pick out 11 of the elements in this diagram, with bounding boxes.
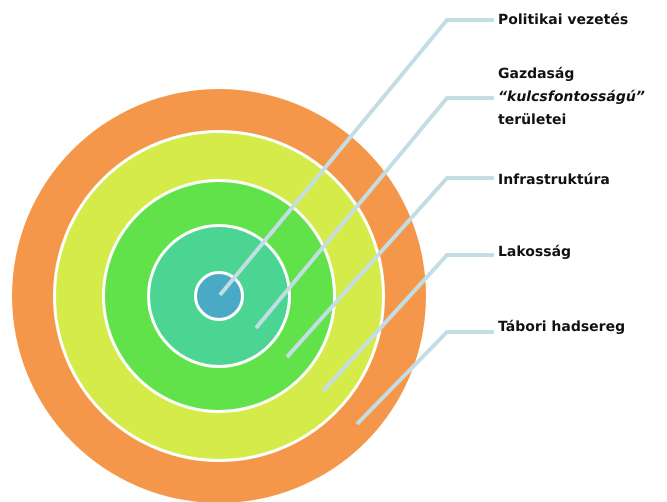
ring-label: Gazdaság “kulcsfontosságú” területei (498, 63, 663, 132)
target-ring (194, 271, 244, 321)
leader-line (356, 330, 494, 426)
ring-label: Lakosság (498, 241, 663, 264)
leader-line (322, 253, 494, 392)
leader-line (254, 96, 494, 330)
ring-label: Infrastruktúra (498, 169, 663, 192)
ring-label: Tábori hadsereg (498, 316, 663, 339)
leader-line (218, 18, 494, 296)
ring-label: Politikai vezetés (498, 9, 663, 32)
leader-line (286, 176, 494, 358)
